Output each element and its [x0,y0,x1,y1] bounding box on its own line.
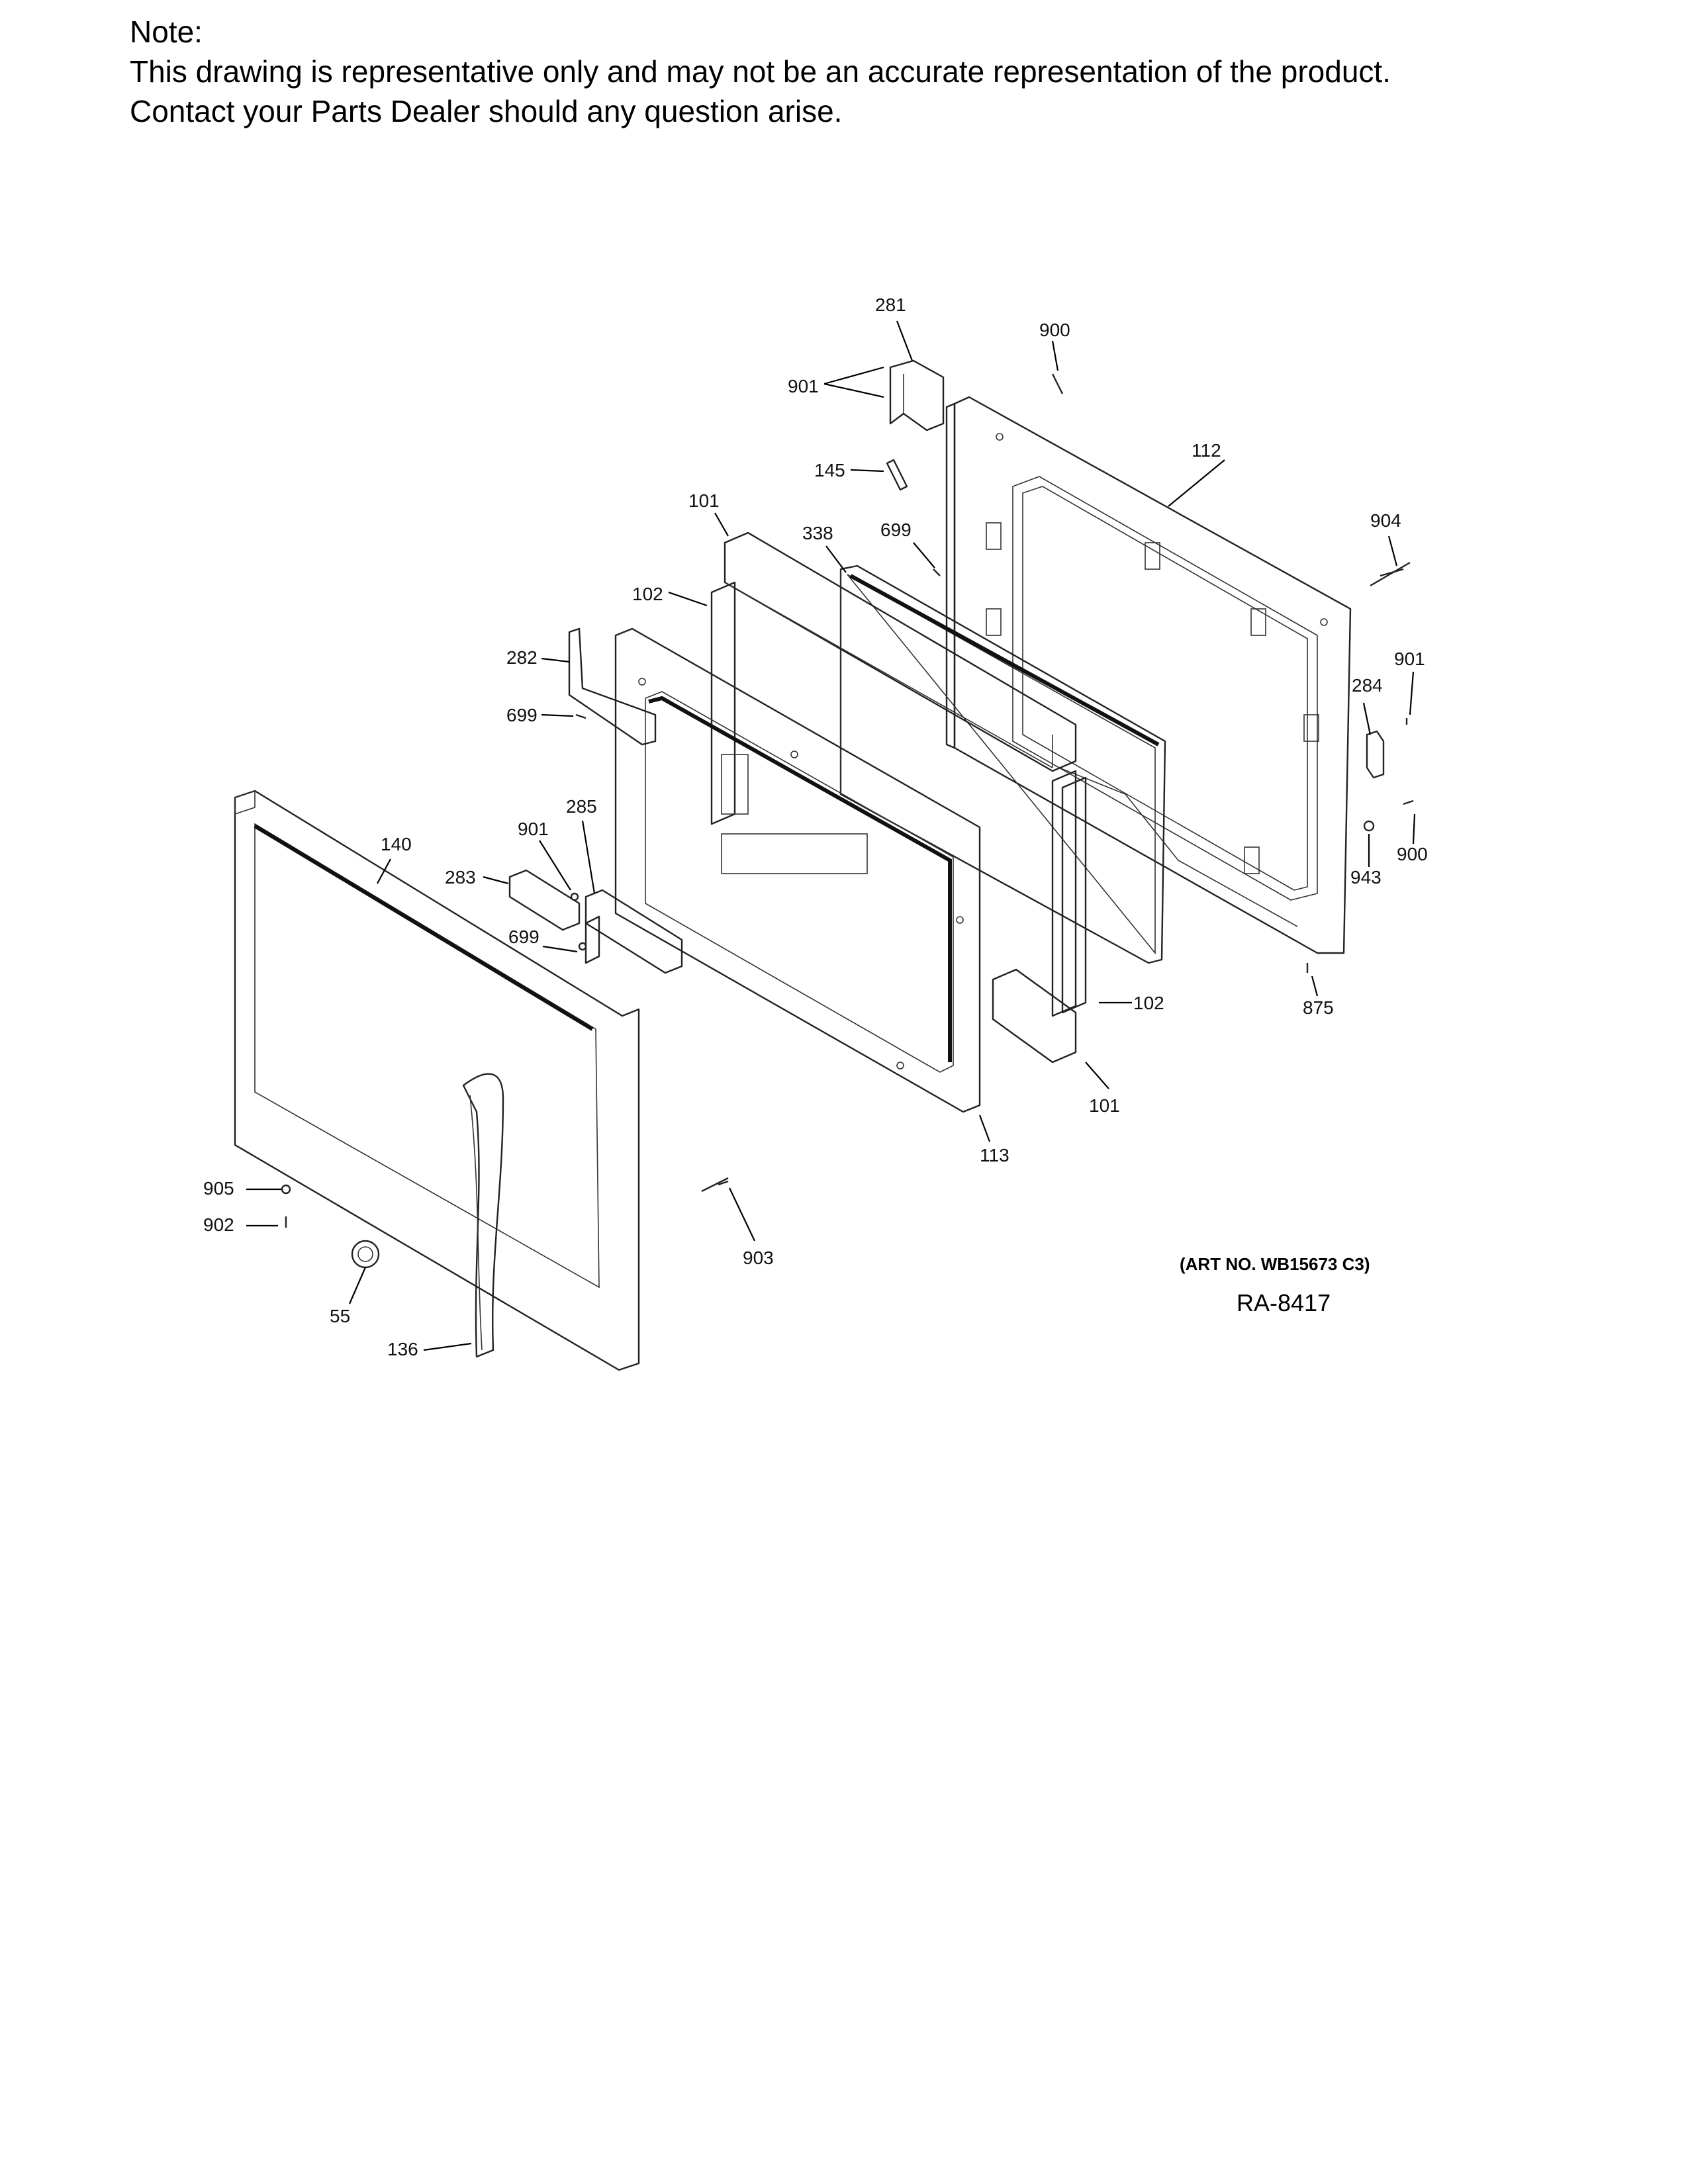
note-line-2: Contact your Parts Dealer should any que… [130,94,843,128]
callout-101: 101 [1089,1095,1120,1116]
callout-101: 101 [688,490,720,511]
callout-282: 282 [506,647,538,668]
ra-number: RA-8417 [1237,1289,1331,1316]
part-136-handle [462,1073,504,1358]
part-283-hinge-block [508,869,581,931]
callout-338: 338 [802,523,833,543]
part-338-glass-gasket [839,565,1166,964]
part-145-link [886,459,908,491]
callout-900: 900 [1397,844,1428,864]
callout-113: 113 [980,1145,1009,1165]
part-282-hinge [568,627,657,746]
part-140-outer-door [234,790,640,1371]
callout-901: 901 [1394,649,1425,669]
note-heading: Note: [130,15,203,49]
callout-902: 902 [203,1214,234,1235]
callout-285: 285 [566,796,597,817]
callout-904: 904 [1370,510,1401,531]
callout-145: 145 [814,460,845,480]
callout-943: 943 [1350,867,1382,887]
part-113-inner-panel [614,627,981,1113]
callout-699: 699 [880,520,912,540]
callout-112: 112 [1192,440,1221,461]
callout-903: 903 [743,1248,774,1268]
part-102-insulation-right [992,770,1077,1064]
callout-102: 102 [632,584,663,604]
callout-labels: 281 900 901 112 145 101 338 699 904 102 … [203,295,1428,1359]
callout-281: 281 [875,295,906,315]
disclaimer-note: Note: This drawing is representative onl… [130,12,1391,131]
screws [281,373,1414,1228]
part-102-insulation-left [710,581,868,874]
part-284-latch [1366,730,1385,779]
part-281-hinge-bracket [889,359,945,432]
callout-699: 699 [508,927,539,947]
part-55-knob [351,1240,380,1269]
callout-901: 901 [518,819,549,839]
part-112-outer-frame [945,396,1352,954]
callout-699: 699 [506,705,538,725]
callout-900: 900 [1039,320,1070,340]
callout-136: 136 [387,1339,418,1359]
callout-284: 284 [1352,675,1383,696]
callout-901: 901 [788,376,819,396]
callout-55: 55 [330,1306,350,1326]
callout-140: 140 [381,834,412,854]
callout-905: 905 [203,1178,234,1199]
part-285-hinge-plate [585,889,683,974]
note-line-1: This drawing is representative only and … [130,54,1391,89]
callout-283: 283 [445,867,476,887]
part-101-insulation-upper [724,531,1087,1014]
callout-102: 102 [1133,993,1164,1013]
leader-lines [246,320,1416,1351]
callout-875: 875 [1303,997,1334,1018]
art-number: (ART NO. WB15673 C3) [1180,1254,1370,1274]
